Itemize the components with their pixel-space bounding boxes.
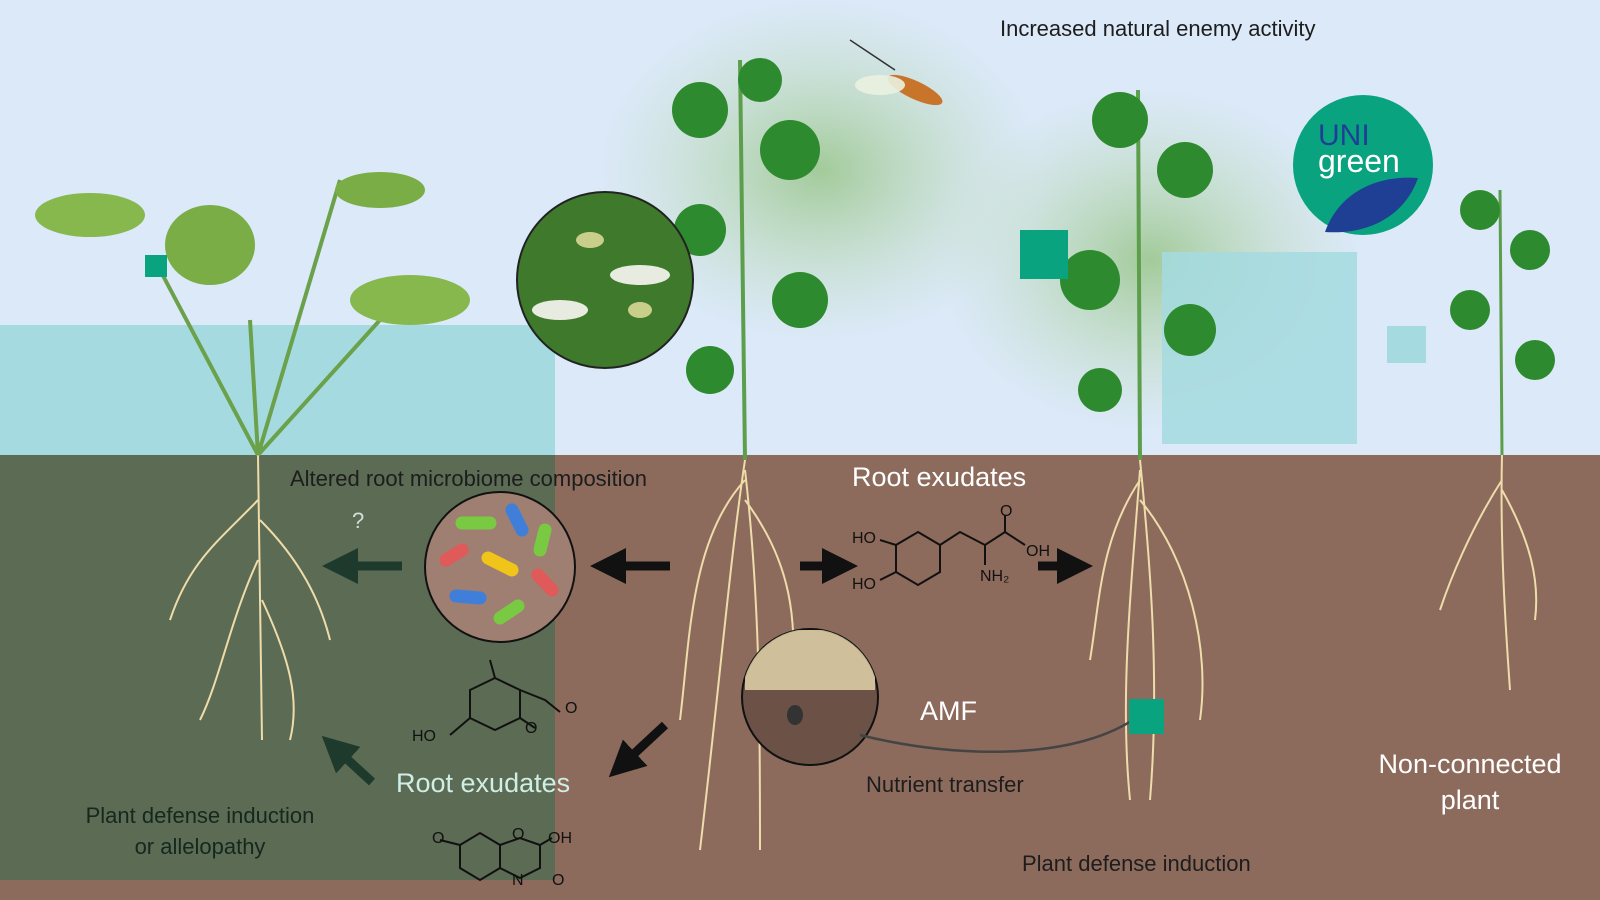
chem-label: HO <box>852 576 876 593</box>
svg-text:green: green <box>1318 143 1400 179</box>
marker-square <box>1129 699 1164 734</box>
chem-label: HO <box>412 728 436 745</box>
unigreen-logo: UNI green <box>1293 95 1433 235</box>
chem-label: HO <box>852 530 876 547</box>
label-defense-induction: Plant defense induction <box>1022 851 1251 876</box>
arrow-to-exudates-bottom <box>608 721 669 778</box>
chem-label: OH <box>548 830 572 847</box>
arrows <box>321 548 1093 786</box>
label-nutrient-transfer: Nutrient transfer <box>866 772 1024 797</box>
plant-legume <box>1060 89 1216 461</box>
highlight-box <box>1387 326 1426 363</box>
label-question: ? <box>352 508 365 533</box>
label-root-exudates-bottom: Root exudates <box>396 768 571 798</box>
chem-label: N <box>512 872 524 889</box>
loliolide-structure <box>449 659 561 736</box>
marker-square <box>1020 230 1068 279</box>
chem-label: NH₂ <box>980 568 1010 585</box>
plant-brassica <box>35 172 470 457</box>
chem-label: O <box>565 700 578 717</box>
dopa-structure <box>879 515 1026 587</box>
bacteria <box>439 503 559 625</box>
roots <box>169 454 1538 851</box>
label-non-connected: Non-connected plant <box>1378 749 1562 815</box>
chem-label: O <box>525 720 538 737</box>
aphid-inset <box>516 191 694 369</box>
hyphal-network <box>859 713 1141 754</box>
chem-label: O <box>1000 503 1013 520</box>
aphids <box>532 232 670 320</box>
chem-label: O <box>552 872 565 889</box>
marker-square <box>145 255 167 277</box>
svg-text:UNI: UNI <box>1318 119 1370 152</box>
label-enemy-activity: Increased natural enemy activity <box>1000 16 1316 41</box>
arrow-to-brassica-defense <box>321 735 376 786</box>
parasitoid-wasp <box>849 39 943 106</box>
chem-label: O <box>512 826 525 843</box>
chem-label: OH <box>1026 543 1050 560</box>
dimboa-structure <box>439 831 553 882</box>
chem-label: O <box>432 830 445 847</box>
plant-legume-non-connected <box>1450 189 1555 456</box>
spore <box>787 705 803 725</box>
label-microbiome: Altered root microbiome composition <box>290 466 648 491</box>
label-root-exudates-top: Root exudates <box>852 462 1027 492</box>
plant-legume <box>672 58 828 461</box>
label-amf: AMF <box>920 696 977 726</box>
label-defense-allelopathy: Plant defense induction or allelopathy <box>85 803 315 859</box>
